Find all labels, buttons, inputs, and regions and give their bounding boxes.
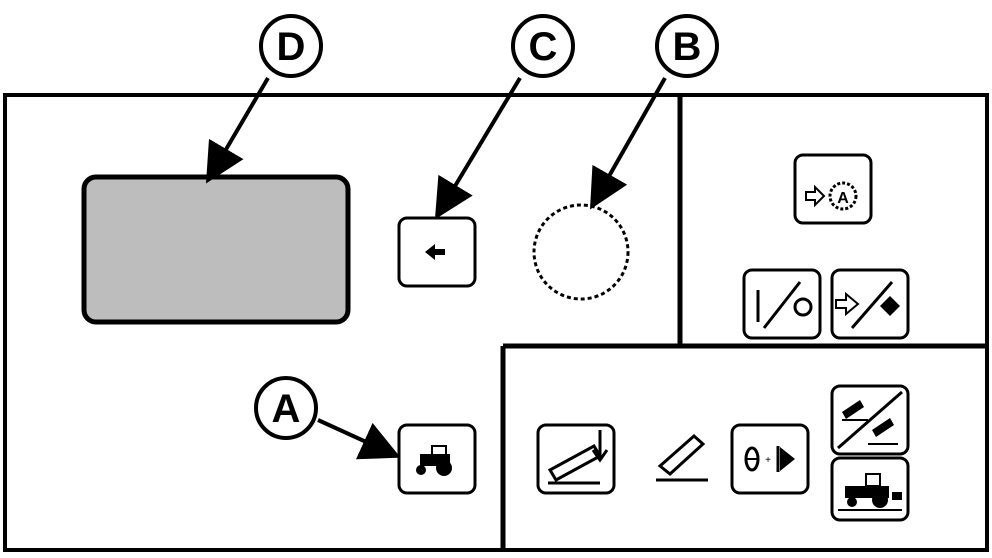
- pickup-raise-lower-button[interactable]: [830, 384, 910, 456]
- callout-a: A: [254, 376, 318, 440]
- callout-b: B: [655, 14, 719, 78]
- callout-d-label: D: [277, 25, 306, 69]
- back-arrow-button[interactable]: [397, 216, 477, 288]
- callout-c: C: [511, 14, 575, 78]
- pickup-icon: [656, 433, 708, 482]
- callout-c-label: C: [529, 25, 558, 69]
- engage-disengage-button[interactable]: [830, 268, 910, 340]
- on-off-switch[interactable]: [742, 268, 822, 340]
- svg-text:A: A: [837, 190, 849, 207]
- tractor-baler-button[interactable]: [830, 456, 910, 522]
- rotary-dial[interactable]: [532, 203, 630, 301]
- display-screen: [81, 174, 351, 325]
- callout-a-label: A: [272, 387, 301, 431]
- arrow-right-icon: [805, 184, 826, 208]
- tractor-icon: [416, 445, 452, 476]
- callout-b-label: B: [673, 25, 702, 69]
- svg-text:+: +: [765, 455, 771, 466]
- back-arrow-icon: [425, 244, 445, 260]
- tractor-button[interactable]: [397, 423, 477, 495]
- callout-b-leader: [590, 77, 667, 210]
- callout-c-leader: [434, 76, 522, 220]
- auto-engage-button[interactable]: A: [793, 153, 873, 225]
- set-speed-button[interactable]: +: [730, 423, 810, 495]
- callout-d: D: [259, 14, 323, 78]
- callout-d-leader: [205, 76, 270, 184]
- callout-a-leader: [317, 418, 401, 460]
- pickup-lower-button[interactable]: [536, 423, 616, 495]
- gear-a-icon: [828, 181, 858, 211]
